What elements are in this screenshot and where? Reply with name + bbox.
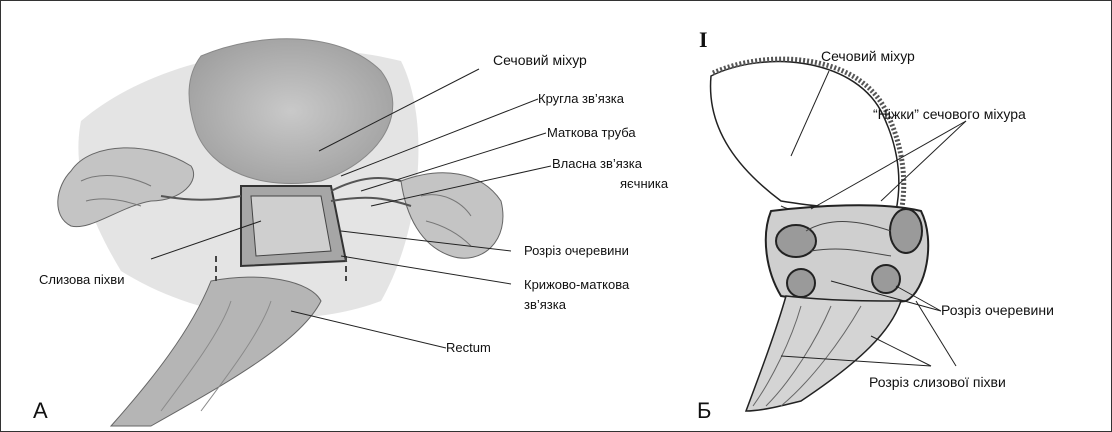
- right-tube-a: [401, 173, 503, 258]
- rectum-shape-a: [111, 277, 321, 426]
- label-sacro-uterine-line1: Крижово-маткова: [524, 277, 629, 292]
- vagina-b: [746, 296, 901, 411]
- label-vagina-mucosa: Слизова піхви: [39, 272, 124, 287]
- panel-a-illustration: [58, 39, 503, 426]
- label-bladder-b: Сечовий міхур: [821, 49, 915, 64]
- label-peritoneum-cut-b: Розріз очеревини: [941, 303, 1054, 318]
- label-bladder-a: Сечовий міхур: [493, 53, 587, 68]
- panel-b-letter: Б: [697, 398, 711, 424]
- label-vagina-mucosa-cut: Розріз слизової піхви: [869, 375, 1006, 390]
- panel-a-letter: А: [33, 398, 48, 424]
- label-bladder-legs: “Ніжки” сечового міхура: [873, 107, 1026, 122]
- label-peritoneum-cut-a: Розріз очеревини: [524, 243, 629, 258]
- label-rectum: Rectum: [446, 340, 491, 355]
- label-round-ligament: Кругла зв’язка: [538, 91, 624, 106]
- panel-b-roman-numeral: I: [699, 27, 708, 53]
- label-sacro-uterine-line2: зв’язка: [524, 297, 566, 312]
- label-ovary-ligament-line1: Власна зв’язка: [552, 156, 642, 171]
- label-uterine-tube: Маткова труба: [547, 125, 636, 140]
- label-ovary-ligament-line2: яєчника: [620, 176, 668, 191]
- bladder-b-shape: [711, 62, 899, 211]
